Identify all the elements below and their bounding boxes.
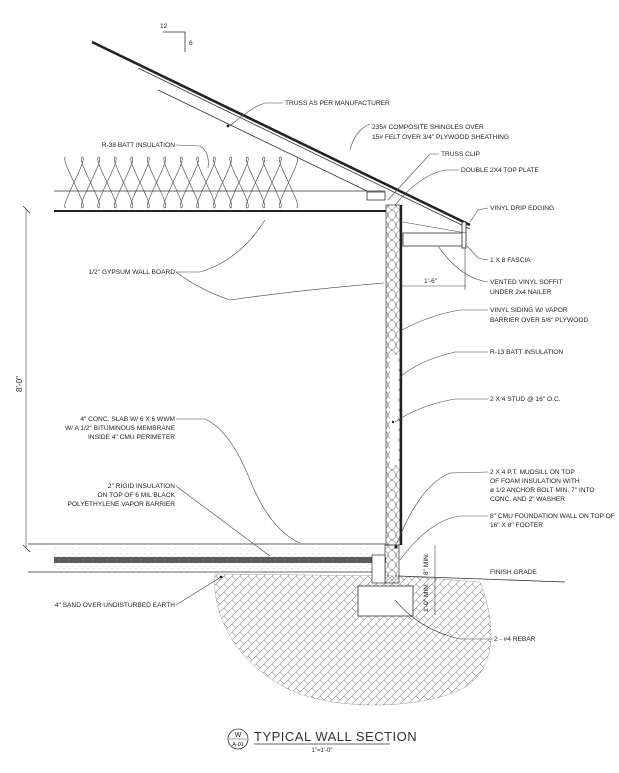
leader-lines (175, 102, 493, 640)
label-soffit: VENTED VINYL SOFFIT (490, 279, 563, 286)
label-gypsum: 1/2" GYPSUM WALL BOARD (89, 269, 176, 276)
title-block: W A-01 TYPICAL WALL SECTION 1"=1'-0" (227, 728, 417, 754)
roof-assembly (91, 40, 471, 230)
label-cmu: 8" CMU FOUNDATION WALL ON TOP OF (490, 513, 615, 520)
label-finish-grade: FINISH GRADE (490, 569, 537, 576)
label-truss: TRUSS AS PER MANUFACTURER (285, 100, 390, 107)
svg-text:8'-0": 8'-0" (15, 376, 24, 392)
label-sand: 4" SAND OVER UNDISTURBED EARTH (55, 602, 175, 609)
exterior-wall (385, 204, 403, 546)
svg-text:UNDER 2x4 NAILER: UNDER 2x4 NAILER (490, 289, 552, 296)
svg-text:W/ A 1/2" BITUMINOUS MEMBRANE: W/ A 1/2" BITUMINOUS MEMBRANE (65, 425, 176, 432)
ceiling-assembly (54, 156, 386, 212)
overhang-dimension: 1'-6" (424, 278, 438, 285)
pitch-rise: 6 (189, 40, 193, 47)
label-stud: 2 X 4 STUD @ 16" O.C. (490, 396, 561, 403)
label-r13: R-13 BATT INSULATION (490, 349, 564, 356)
insulation-loop (64, 156, 299, 209)
svg-text:16" X 8" FOOTER: 16" X 8" FOOTER (490, 522, 543, 529)
label-shingles: 235# COMPOSITE SHINGLES OVER (372, 124, 484, 131)
svg-text:ø 1/2 ANCHOR BOLT MIN. 7" INTO: ø 1/2 ANCHOR BOLT MIN. 7" INTO (490, 487, 595, 494)
sheet-number: A-01 (232, 742, 244, 748)
label-mudsill: 2 X 4 P.T. MUDSILL ON TOP (490, 469, 575, 476)
label-siding: VINYL SIDING W/ VAPOR (490, 307, 568, 314)
label-top-plate: DOUBLE 2X4 TOP PLATE (461, 167, 540, 174)
undisturbed-earth (214, 573, 492, 706)
roof-pitch-symbol: 12 6 (160, 23, 193, 52)
svg-text:1'-0" MIN.: 1'-0" MIN. (423, 583, 430, 612)
drawing-scale: 1"=1'-0" (312, 748, 333, 754)
r38-insulation-batt (64, 156, 299, 209)
slab-assembly (28, 543, 386, 579)
svg-text:OF FOAM INSULATION WITH: OF FOAM INSULATION WITH (490, 478, 580, 485)
svg-text:POLYETHYLENE VAPOR BARRIER: POLYETHYLENE VAPOR BARRIER (68, 501, 176, 508)
svg-text:INSIDE 4" CMU PERIMETER: INSIDE 4" CMU PERIMETER (88, 434, 175, 441)
finish-grade-line (397, 575, 566, 583)
label-drip-edge: VINYL DRIP EDGING (490, 205, 554, 212)
wall-height-dimension: 8'-0" (15, 205, 31, 553)
foundation: 8" MIN. 1'-0" MIN. (357, 544, 566, 617)
label-slab: 4" CONC. SLAB W/ 6 X 6 WWM (80, 416, 175, 423)
pitch-run: 12 (160, 23, 168, 30)
svg-text:BARRIER OVER 5/8" PLYWOOD: BARRIER OVER 5/8" PLYWOOD (490, 317, 588, 324)
label-fascia: 1 X 8 FASCIA (490, 257, 531, 264)
label-rigid-insulation: 2" RIGID INSULATION (108, 483, 175, 490)
svg-text:8" MIN.: 8" MIN. (423, 553, 430, 575)
eave-assembly: 1'-6" (402, 221, 467, 290)
annotations: TRUSS AS PER MANUFACTURER 235# COMPOSITE… (55, 100, 615, 643)
drawing-title: TYPICAL WALL SECTION (254, 729, 417, 744)
svg-text:15# FELT OVER 3/4" PLYWOOD SHE: 15# FELT OVER 3/4" PLYWOOD SHEATHING (372, 134, 509, 141)
label-rebar: 2 - #4 REBAR (494, 636, 536, 643)
svg-text:ON TOP OF 6 MIL BLACK: ON TOP OF 6 MIL BLACK (98, 492, 176, 499)
label-truss-clip: TRUSS CLIP (441, 151, 480, 158)
label-r38: R-38 BATT INSULATION (102, 142, 176, 149)
detail-number: W (235, 732, 242, 739)
svg-text:CONC. AND 2" WASHER: CONC. AND 2" WASHER (490, 496, 565, 503)
